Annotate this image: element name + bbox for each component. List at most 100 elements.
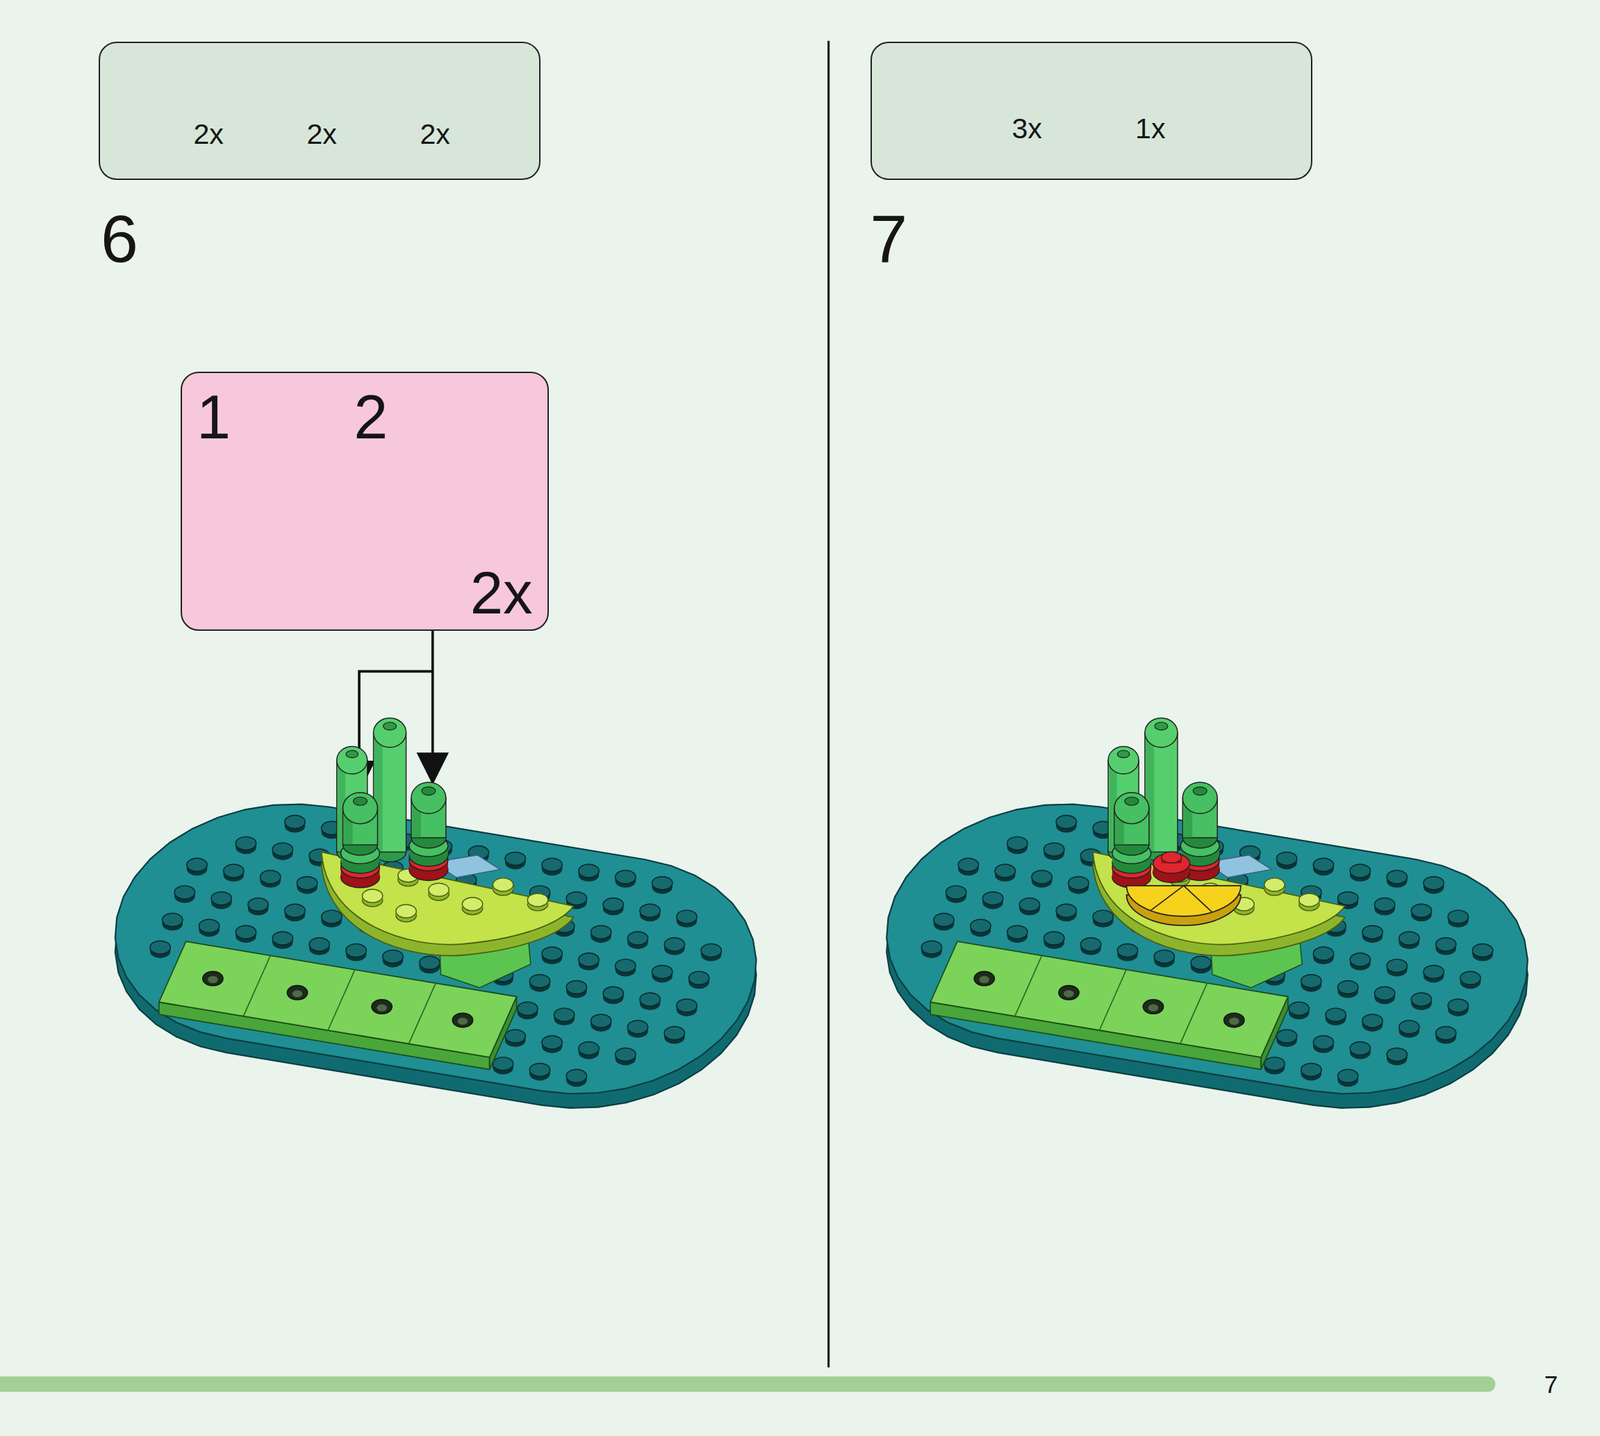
baseplate xyxy=(886,804,1528,1095)
stud xyxy=(664,1026,685,1041)
stud xyxy=(1044,842,1065,856)
stud xyxy=(566,892,587,906)
stud xyxy=(994,864,1016,878)
stud xyxy=(1190,955,1211,970)
stud xyxy=(1447,999,1468,1013)
stud xyxy=(260,870,281,884)
stem-dome xyxy=(411,782,447,814)
stud xyxy=(1007,836,1028,850)
stem-tip xyxy=(352,796,367,806)
quarter-tiles xyxy=(1126,885,1242,917)
stud xyxy=(296,876,317,890)
tile-seam xyxy=(243,955,271,1016)
stud xyxy=(1399,1020,1420,1034)
stud xyxy=(382,949,403,963)
stud xyxy=(1374,898,1395,912)
stud xyxy=(505,1029,526,1043)
stud-hole xyxy=(457,1017,469,1025)
stud xyxy=(1299,893,1320,907)
tile-seam xyxy=(1099,969,1127,1031)
stud xyxy=(1338,1069,1359,1083)
part-count: 1x xyxy=(1135,114,1166,144)
stud xyxy=(1411,992,1432,1006)
stud xyxy=(639,992,661,1006)
stud xyxy=(958,858,979,872)
stud xyxy=(1411,903,1432,918)
tile-seam xyxy=(327,969,356,1031)
stud xyxy=(541,858,563,872)
stud xyxy=(321,910,342,924)
part-count: 2x xyxy=(306,120,337,150)
stud xyxy=(1362,1014,1383,1028)
stud xyxy=(235,925,256,939)
stud xyxy=(309,937,330,952)
stud-hole xyxy=(286,985,308,1001)
stem-dome xyxy=(336,746,368,774)
stud xyxy=(676,999,697,1013)
stud xyxy=(396,904,417,918)
stud xyxy=(1362,925,1383,939)
stud xyxy=(1386,1047,1407,1061)
stem-dome xyxy=(1108,746,1139,774)
stud xyxy=(428,883,449,897)
stud xyxy=(1399,931,1420,945)
stud xyxy=(921,940,942,954)
stud-top xyxy=(1161,851,1182,863)
stud xyxy=(615,1047,636,1061)
tile-strip xyxy=(930,941,1289,1058)
stud-hole xyxy=(207,976,219,984)
stud xyxy=(1117,944,1138,958)
stud xyxy=(664,937,685,952)
stud xyxy=(492,878,513,892)
stud xyxy=(676,910,697,924)
stud xyxy=(946,885,967,900)
stud xyxy=(1374,986,1395,1000)
stud-hole xyxy=(292,990,303,997)
stud xyxy=(211,892,232,906)
stud xyxy=(1056,815,1077,829)
stud xyxy=(272,931,293,945)
tile-seam xyxy=(1183,885,1213,913)
stud xyxy=(603,986,624,1000)
stud xyxy=(284,815,305,829)
stud xyxy=(1447,910,1468,924)
stud xyxy=(1056,903,1077,918)
callout-number: 2x xyxy=(470,563,533,623)
page-number: 7 xyxy=(1544,1372,1559,1397)
stud xyxy=(1264,1057,1285,1071)
stud xyxy=(1472,944,1493,958)
tile-strip xyxy=(159,941,517,1058)
stem-dome xyxy=(373,717,407,747)
stud xyxy=(1313,1035,1334,1050)
stud-hole xyxy=(974,971,995,986)
stud-hole xyxy=(202,971,224,986)
stud xyxy=(284,903,305,918)
stud xyxy=(1019,898,1040,912)
stud xyxy=(554,1008,575,1022)
callout-number: 2 xyxy=(353,386,388,449)
model-step-6 xyxy=(115,717,757,1108)
stud xyxy=(1288,1001,1309,1016)
stud xyxy=(1349,953,1371,967)
leader-line xyxy=(359,630,433,764)
stud-hole xyxy=(371,999,392,1015)
stud xyxy=(1313,858,1334,872)
stud-hole xyxy=(1148,1003,1159,1011)
stud xyxy=(566,980,587,994)
stud xyxy=(627,1020,648,1034)
stud xyxy=(1301,974,1322,988)
stem-dome xyxy=(1114,792,1150,824)
stud xyxy=(578,953,599,967)
stud xyxy=(1436,1026,1457,1041)
stud xyxy=(150,940,171,954)
stud xyxy=(1423,965,1444,979)
stud xyxy=(1264,878,1285,892)
stem-tip xyxy=(345,750,359,758)
stud xyxy=(1276,851,1297,865)
stem-dome xyxy=(343,792,378,824)
arrow-head xyxy=(417,753,449,784)
part-count: 2x xyxy=(193,120,224,150)
leader-line xyxy=(431,671,435,757)
stud xyxy=(590,925,611,939)
stud xyxy=(462,897,483,911)
